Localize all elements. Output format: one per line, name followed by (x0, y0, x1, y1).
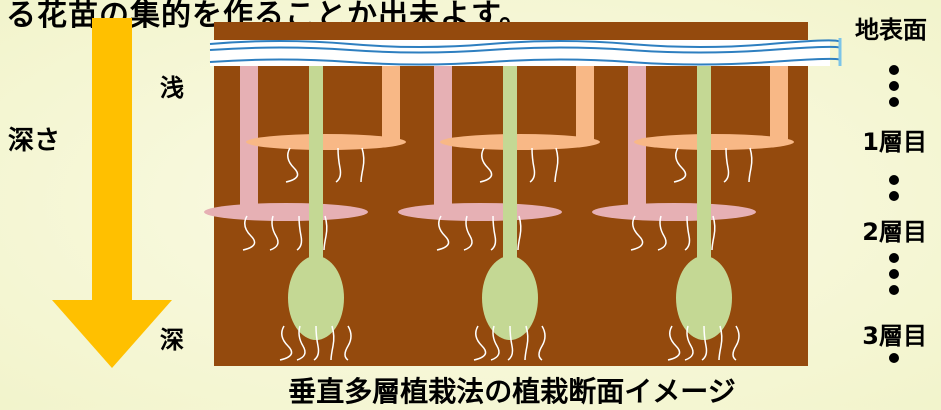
root-hair (360, 147, 365, 183)
root-hair (507, 325, 514, 361)
root-hair (279, 325, 293, 361)
pink-plant-bulb (592, 203, 756, 221)
root-hair (673, 147, 687, 183)
ground-surface-lines (209, 38, 842, 66)
root-hair (436, 215, 450, 251)
root-hair (285, 147, 299, 183)
root-hair (323, 215, 328, 251)
orange-plant-stem (382, 66, 400, 144)
depth-label: 深さ (8, 126, 61, 156)
green-plant-stem (503, 66, 517, 276)
depth-arrow (52, 18, 172, 368)
green-plant-stem (697, 66, 711, 276)
root-hair (463, 215, 473, 251)
root-hair (748, 147, 753, 183)
layer-label-1: 1層目 (862, 128, 927, 156)
orange-plant-bulb (634, 134, 794, 150)
root-hair (344, 325, 352, 361)
root-hair (296, 215, 303, 251)
green-plant-stem (309, 66, 323, 276)
orange-plant-stem (770, 66, 788, 144)
plant-units (204, 66, 794, 361)
green-plant-bulb (288, 256, 344, 340)
root-hair (529, 147, 536, 183)
root-hair (335, 147, 342, 183)
root-hair (517, 215, 522, 251)
root-hair (296, 325, 306, 361)
root-hair (732, 325, 740, 361)
pink-plant-bulb (204, 203, 368, 221)
root-hair (718, 325, 723, 361)
root-hair (701, 325, 708, 361)
layer-label-2: 2層目 (862, 218, 927, 246)
orange-plant-stem (576, 66, 594, 144)
orange-plant-bulb (440, 134, 600, 150)
layer-label-3: 3層目 (862, 322, 927, 350)
diagram-caption: 垂直多層植栽法の植栽断面イメージ (288, 375, 736, 408)
root-hair (269, 215, 279, 251)
root-hair (554, 147, 559, 183)
green-plant-bulb (482, 256, 538, 340)
orange-plant-bulb (246, 134, 406, 150)
root-hair (473, 325, 487, 361)
root-hair (684, 215, 691, 251)
root-hair (723, 147, 730, 183)
deep-label: 深 (160, 326, 184, 354)
root-hair (657, 215, 667, 251)
layer-guide-dots (889, 65, 899, 363)
root-hair (667, 325, 681, 361)
root-hair (630, 215, 644, 251)
root-hair (479, 147, 493, 183)
root-hair (711, 215, 716, 251)
green-plant-bulb (676, 256, 732, 340)
root-hair (524, 325, 529, 361)
shallow-label: 浅 (160, 74, 184, 102)
root-hair (490, 325, 500, 361)
root-hair (330, 325, 335, 361)
root-hair (490, 215, 497, 251)
root-hair (538, 325, 546, 361)
root-hair (242, 215, 256, 251)
root-hair (313, 325, 320, 361)
root-hair (684, 325, 694, 361)
layer-label-surface: 地表面 (855, 16, 927, 44)
pink-plant-bulb (398, 203, 562, 221)
